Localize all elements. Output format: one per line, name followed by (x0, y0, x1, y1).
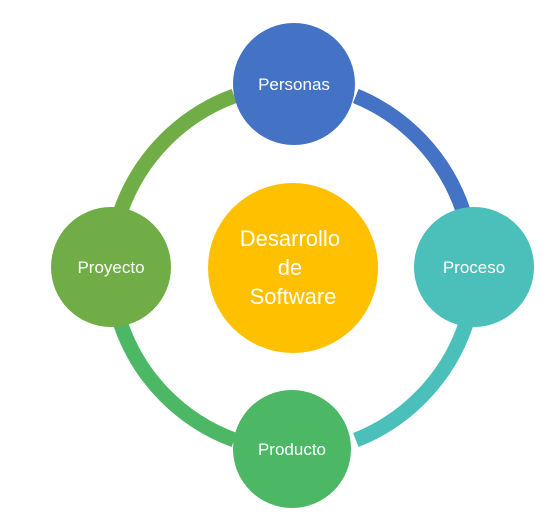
node-personas-label: Personas (258, 75, 330, 94)
arc-proyecto-personas (113, 88, 237, 214)
node-personas: Personas (233, 23, 355, 145)
node-producto-circle (233, 390, 351, 508)
center-label-line-1: Desarrollo (240, 226, 340, 251)
center-label-line-2: de (278, 255, 302, 280)
center-node: Desarrollo de Software (208, 183, 378, 353)
arc-producto-proyecto (113, 321, 237, 448)
arc-proceso-producto (353, 321, 473, 447)
node-producto-label: Producto (258, 440, 326, 459)
arc-personas-proceso (352, 89, 471, 214)
cycle-arcs (113, 88, 473, 448)
node-proceso-label: Proceso (443, 258, 505, 277)
node-proyecto-label: Proyecto (77, 258, 144, 277)
center-circle (208, 183, 378, 353)
node-producto: Producto (233, 390, 351, 508)
node-personas-circle (233, 23, 355, 145)
node-proyecto-circle (51, 207, 171, 327)
node-proceso-circle (414, 207, 534, 327)
center-label-line-3: Software (250, 284, 337, 309)
node-proyecto: Proyecto (51, 207, 171, 327)
node-proceso: Proceso (414, 207, 534, 327)
center-label: Desarrollo de Software (240, 226, 346, 309)
